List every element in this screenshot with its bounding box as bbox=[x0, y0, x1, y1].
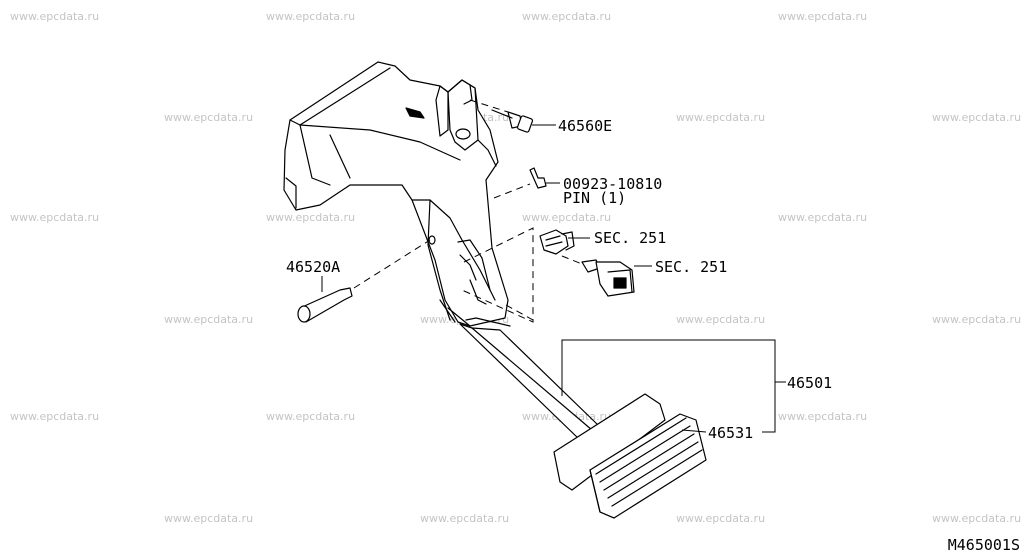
watermark: www.epcdata.ru bbox=[164, 512, 254, 525]
watermark: www.epcdata.ru bbox=[778, 211, 868, 224]
pedal-arm bbox=[459, 317, 599, 441]
watermark: www.epcdata.ru bbox=[778, 10, 868, 23]
watermark: www.epcdata.ru bbox=[676, 313, 766, 326]
watermark: www.epcdata.ru bbox=[522, 211, 612, 224]
switch-upper bbox=[539, 229, 575, 255]
dash-switch-frame bbox=[461, 227, 534, 323]
label-sec-lower: SEC. 251 bbox=[655, 258, 727, 276]
watermark: www.epcdata.ru bbox=[266, 410, 356, 423]
watermark: www.epcdata.ru bbox=[266, 10, 356, 23]
pin-00923-10810 bbox=[529, 167, 547, 189]
watermark: www.epcdata.ru bbox=[10, 10, 100, 23]
label-sec-upper: SEC. 251 bbox=[594, 229, 666, 247]
watermark: www.epcdata.ru bbox=[676, 512, 766, 525]
switch-lower bbox=[581, 259, 635, 297]
dash-switch-lower bbox=[505, 304, 534, 321]
dash-clevis bbox=[353, 239, 431, 289]
watermark: www.epcdata.ru bbox=[10, 410, 100, 423]
watermark: www.epcdata.ru bbox=[932, 512, 1022, 525]
label-pad: 46531 bbox=[708, 424, 753, 442]
pedal-bracket bbox=[283, 61, 509, 327]
diagram-code: M465001S bbox=[947, 536, 1020, 554]
watermark: www.epcdata.ru bbox=[932, 111, 1022, 124]
dash-connector bbox=[561, 255, 583, 265]
leader-pad bbox=[681, 429, 707, 433]
bolt-46560e bbox=[491, 109, 534, 133]
watermark: www.epcdata.ru bbox=[266, 211, 356, 224]
label-pin-part: 00923-10810 bbox=[563, 175, 662, 193]
watermark: www.epcdata.ru bbox=[164, 313, 254, 326]
label-assembly: 46501 bbox=[787, 374, 832, 392]
watermark: www.epcdata.ru bbox=[778, 410, 868, 423]
dash-pin bbox=[493, 183, 531, 199]
clevis-pin-46520a bbox=[297, 287, 353, 323]
watermark: www.epcdata.ru bbox=[164, 111, 254, 124]
leader-assembly-bracket bbox=[561, 339, 776, 433]
watermark: www.epcdata.ru bbox=[522, 10, 612, 23]
watermark: www.epcdata.ru bbox=[10, 211, 100, 224]
dash-bolt bbox=[469, 99, 509, 113]
label-bolt: 46560E bbox=[558, 117, 612, 135]
watermark: www.epcdata.ru bbox=[420, 512, 510, 525]
label-clevis-pin: 46520A bbox=[286, 258, 340, 276]
watermark: www.epcdata.ru bbox=[676, 111, 766, 124]
watermark: www.epcdata.ru bbox=[932, 313, 1022, 326]
label-pin-name: PIN (1) bbox=[563, 189, 626, 207]
pedal-pad bbox=[553, 393, 707, 519]
